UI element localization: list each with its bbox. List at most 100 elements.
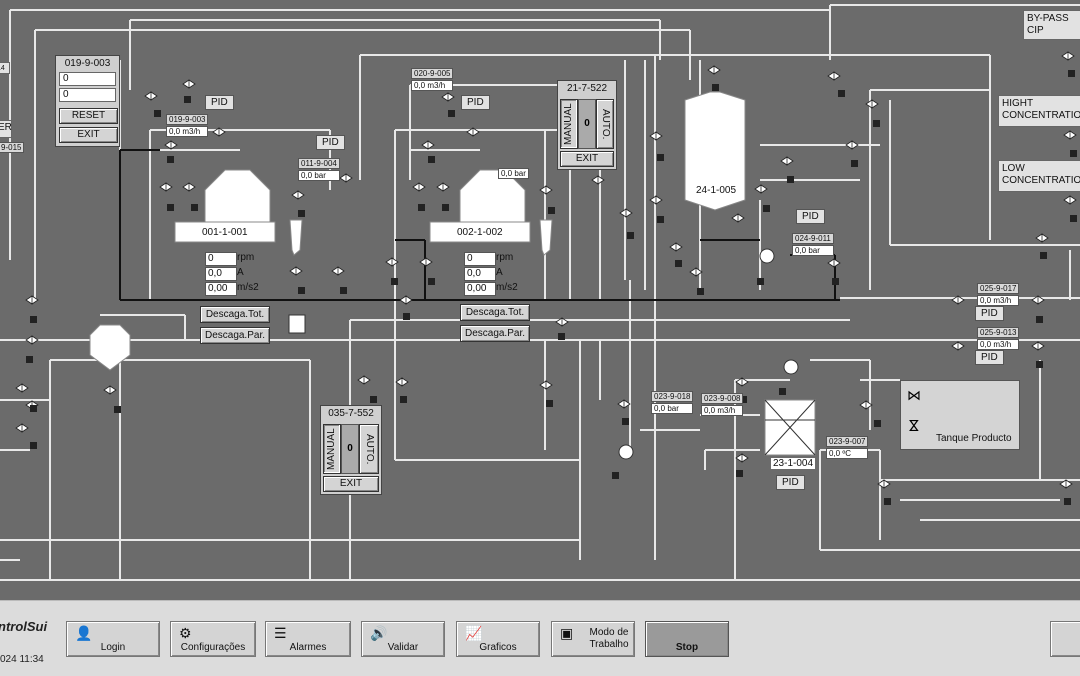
centrifuge-1-current: 0,0 <box>205 267 237 281</box>
left-label-text: ER <box>0 122 12 133</box>
pid-button[interactable]: PID <box>975 350 1004 365</box>
login-button[interactable]: 👤 Login <box>66 621 160 657</box>
readout-value: 0,0 <box>795 246 807 255</box>
faceplate-21-7-522: 21-7-522 MANUAL 0 AUTO. EXIT <box>557 80 617 170</box>
pid-button[interactable]: PID <box>461 95 490 110</box>
chart-icon: 📈 <box>465 625 483 641</box>
descarga-total-button-1[interactable]: Descaga.Tot. <box>200 306 270 323</box>
readout-unit: bar <box>808 246 820 255</box>
readout-tag: 024-9-011 <box>792 233 834 244</box>
readout-value: 0,0 <box>829 449 841 458</box>
alarms-label: Alarmes <box>289 642 327 653</box>
readout-unit: m3/h <box>993 296 1012 305</box>
manual-button[interactable]: MANUAL <box>323 424 341 474</box>
readout-value: 0,0 <box>169 127 181 136</box>
readout-tag: 020-9-005 <box>411 68 454 79</box>
exit-button[interactable]: EXIT <box>323 476 379 492</box>
readout-tag: 023-9-007 <box>826 436 869 447</box>
descarga-total-button-2[interactable]: Descaga.Tot. <box>460 304 530 321</box>
auto-button[interactable]: AUTO. <box>596 99 614 149</box>
brand-logo: ntrolSui <box>0 619 48 634</box>
login-label: Login <box>100 642 126 653</box>
alarm-list-icon: ☰ <box>274 625 287 641</box>
low-concentration-button[interactable]: LOW CONCENTRATION <box>998 160 1080 192</box>
mode-indicator: 0 <box>341 424 359 474</box>
readout-tag: 025-9-013 <box>977 327 1020 338</box>
footer-bar: ntrolSui 024 11:34 👤 Login ⚙ Configuraçõ… <box>0 600 1080 676</box>
modo-trabalho-button[interactable]: ▣ Modo de Trabalho <box>551 621 635 657</box>
faceplate-title: 035-7-552 <box>328 408 374 419</box>
readout-024-9-011[interactable]: 024-9-011 0,0 bar <box>792 233 834 256</box>
stop-button[interactable]: Stop <box>645 621 729 657</box>
readout-tag: 019-9-003 <box>166 114 209 125</box>
left-label-box: ER <box>0 120 12 138</box>
rpm-unit: rpm <box>496 252 514 263</box>
centrifuge-2-vibration: 0,00 <box>464 282 496 296</box>
exit-button[interactable]: EXIT <box>59 127 118 143</box>
auto-button[interactable]: AUTO. <box>359 424 379 474</box>
validar-button[interactable]: 🔊 Validar <box>361 621 445 657</box>
graficos-button[interactable]: 📈 Graficos <box>456 621 540 657</box>
faceplate-value-1[interactable]: 0 <box>59 72 116 86</box>
pid-button[interactable]: PID <box>975 306 1004 321</box>
amp-unit: A <box>237 267 244 278</box>
product-tank[interactable]: ⋈ ⋈ Tanque Producto <box>900 380 1020 450</box>
readout-unit: bar <box>314 171 326 180</box>
vib-unit: m/s2 <box>496 282 518 293</box>
vib-unit: m/s2 <box>237 282 259 293</box>
readout-unit: m3/h <box>717 406 736 415</box>
right-edge-button[interactable] <box>1050 621 1080 657</box>
readout-value: 0,0 <box>654 404 666 413</box>
readout-tag: 023-9-018 <box>651 391 694 402</box>
pid-button[interactable]: PID <box>205 95 234 110</box>
descarga-parcial-button-1[interactable]: Descaga.Par. <box>200 327 270 344</box>
valve-icon: ⋈ <box>906 418 923 433</box>
piping-diagram <box>0 4 1080 581</box>
alarms-button[interactable]: ☰ Alarmes <box>265 621 351 657</box>
tank-label[interactable]: 24-1-005 <box>696 185 737 196</box>
config-button[interactable]: ⚙ Configurações <box>170 621 256 657</box>
readout-tag: 011-9-004 <box>298 158 340 169</box>
faceplate-title: 019-9-003 <box>64 58 111 69</box>
process-canvas: 14 ER 9-015 019-9-003 0 0 RESET EXIT 21-… <box>0 4 1080 581</box>
faceplate-035-7-552: 035-7-552 MANUAL 0 AUTO. EXIT <box>320 405 382 495</box>
high-concentration-button[interactable]: HIGHT CONCENTRATION <box>998 95 1080 127</box>
centrifuge-1-label[interactable]: 001-1-001 <box>202 227 248 238</box>
left-readout-tag: 9-015 <box>0 142 25 153</box>
left-readout: 9-015 <box>0 142 25 153</box>
reset-button[interactable]: RESET <box>59 108 118 124</box>
readout-value: 0,0 <box>980 296 992 305</box>
speaker-icon: 🔊 <box>370 625 388 641</box>
left-tag-box: 14 <box>0 62 10 74</box>
pid-button[interactable]: PID <box>316 135 345 150</box>
readout-025-9-013[interactable]: 025-9-013 0,0 m3/h <box>977 327 1020 350</box>
readout-value: 0,0 <box>980 340 992 349</box>
left-tag-text: 14 <box>0 65 5 72</box>
readout-value: 0,0 <box>501 169 513 178</box>
settings-icon: ⚙ <box>179 625 192 641</box>
descarga-parcial-button-2[interactable]: Descaga.Par. <box>460 325 530 342</box>
bypass-cip-button[interactable]: BY-PASS CIP <box>1023 10 1080 40</box>
readout-unit: bar <box>514 169 526 178</box>
exit-button[interactable]: EXIT <box>560 151 614 167</box>
amp-unit: A <box>496 267 503 278</box>
faceplate-value-2[interactable]: 0 <box>59 88 116 102</box>
centrifuge-2-current: 0,0 <box>464 267 496 281</box>
readout-011-9-004[interactable]: 011-9-004 0,0 bar <box>298 158 340 181</box>
readout-unit: m3/h <box>993 340 1012 349</box>
readout-misc[interactable]: 0,0 bar <box>498 167 529 179</box>
centrifuge-2-label[interactable]: 002-1-002 <box>457 227 503 238</box>
readout-value: 0,0 <box>301 171 313 180</box>
readout-025-9-017[interactable]: 025-9-017 0,0 m3/h <box>977 283 1020 306</box>
exchanger-label[interactable]: 23-1-004 <box>771 458 816 469</box>
pid-button[interactable]: PID <box>776 475 805 490</box>
pid-button[interactable]: PID <box>796 209 825 224</box>
manual-button[interactable]: MANUAL <box>560 99 578 149</box>
product-tank-label: Tanque Producto <box>936 433 1012 444</box>
readout-tag: 025-9-017 <box>977 283 1020 294</box>
